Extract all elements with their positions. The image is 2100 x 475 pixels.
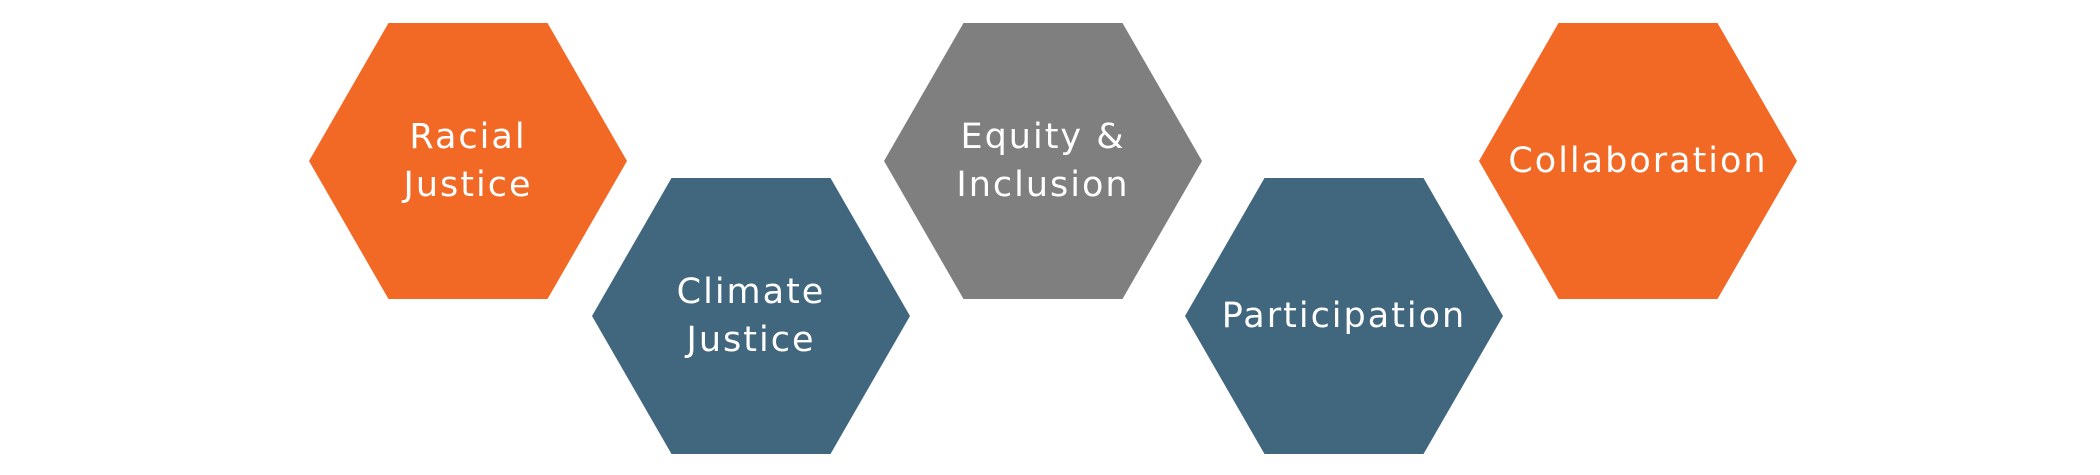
hexagon-label: Equity & Inclusion	[913, 113, 1173, 209]
hexagon-label-line: Justice	[686, 320, 816, 360]
hexagon-label-line: Inclusion	[956, 165, 1130, 205]
hexagon-equity-inclusion: Equity & Inclusion	[884, 23, 1202, 299]
hexagon-label: Participation	[1214, 292, 1474, 340]
hexagon-label-line: Justice	[403, 165, 533, 205]
hexagon-label-line: Equity &	[960, 117, 1126, 157]
hexagon-label-line: Collaboration	[1508, 141, 1768, 181]
hexagon-label-line: Participation	[1221, 296, 1467, 336]
hexagon-collaboration: Collaboration	[1479, 23, 1797, 299]
hexagon-label: Climate Justice	[621, 268, 881, 364]
hexagon-label-line: Climate	[676, 272, 826, 312]
hexagon-participation: Participation	[1185, 178, 1503, 454]
hexagon-climate-justice: Climate Justice	[592, 178, 910, 454]
hexagon-label-line: Racial	[409, 117, 527, 157]
hexagon-label: Collaboration	[1508, 137, 1768, 185]
hexagon-label: Racial Justice	[338, 113, 598, 209]
hexagon-racial-justice: Racial Justice	[309, 23, 627, 299]
